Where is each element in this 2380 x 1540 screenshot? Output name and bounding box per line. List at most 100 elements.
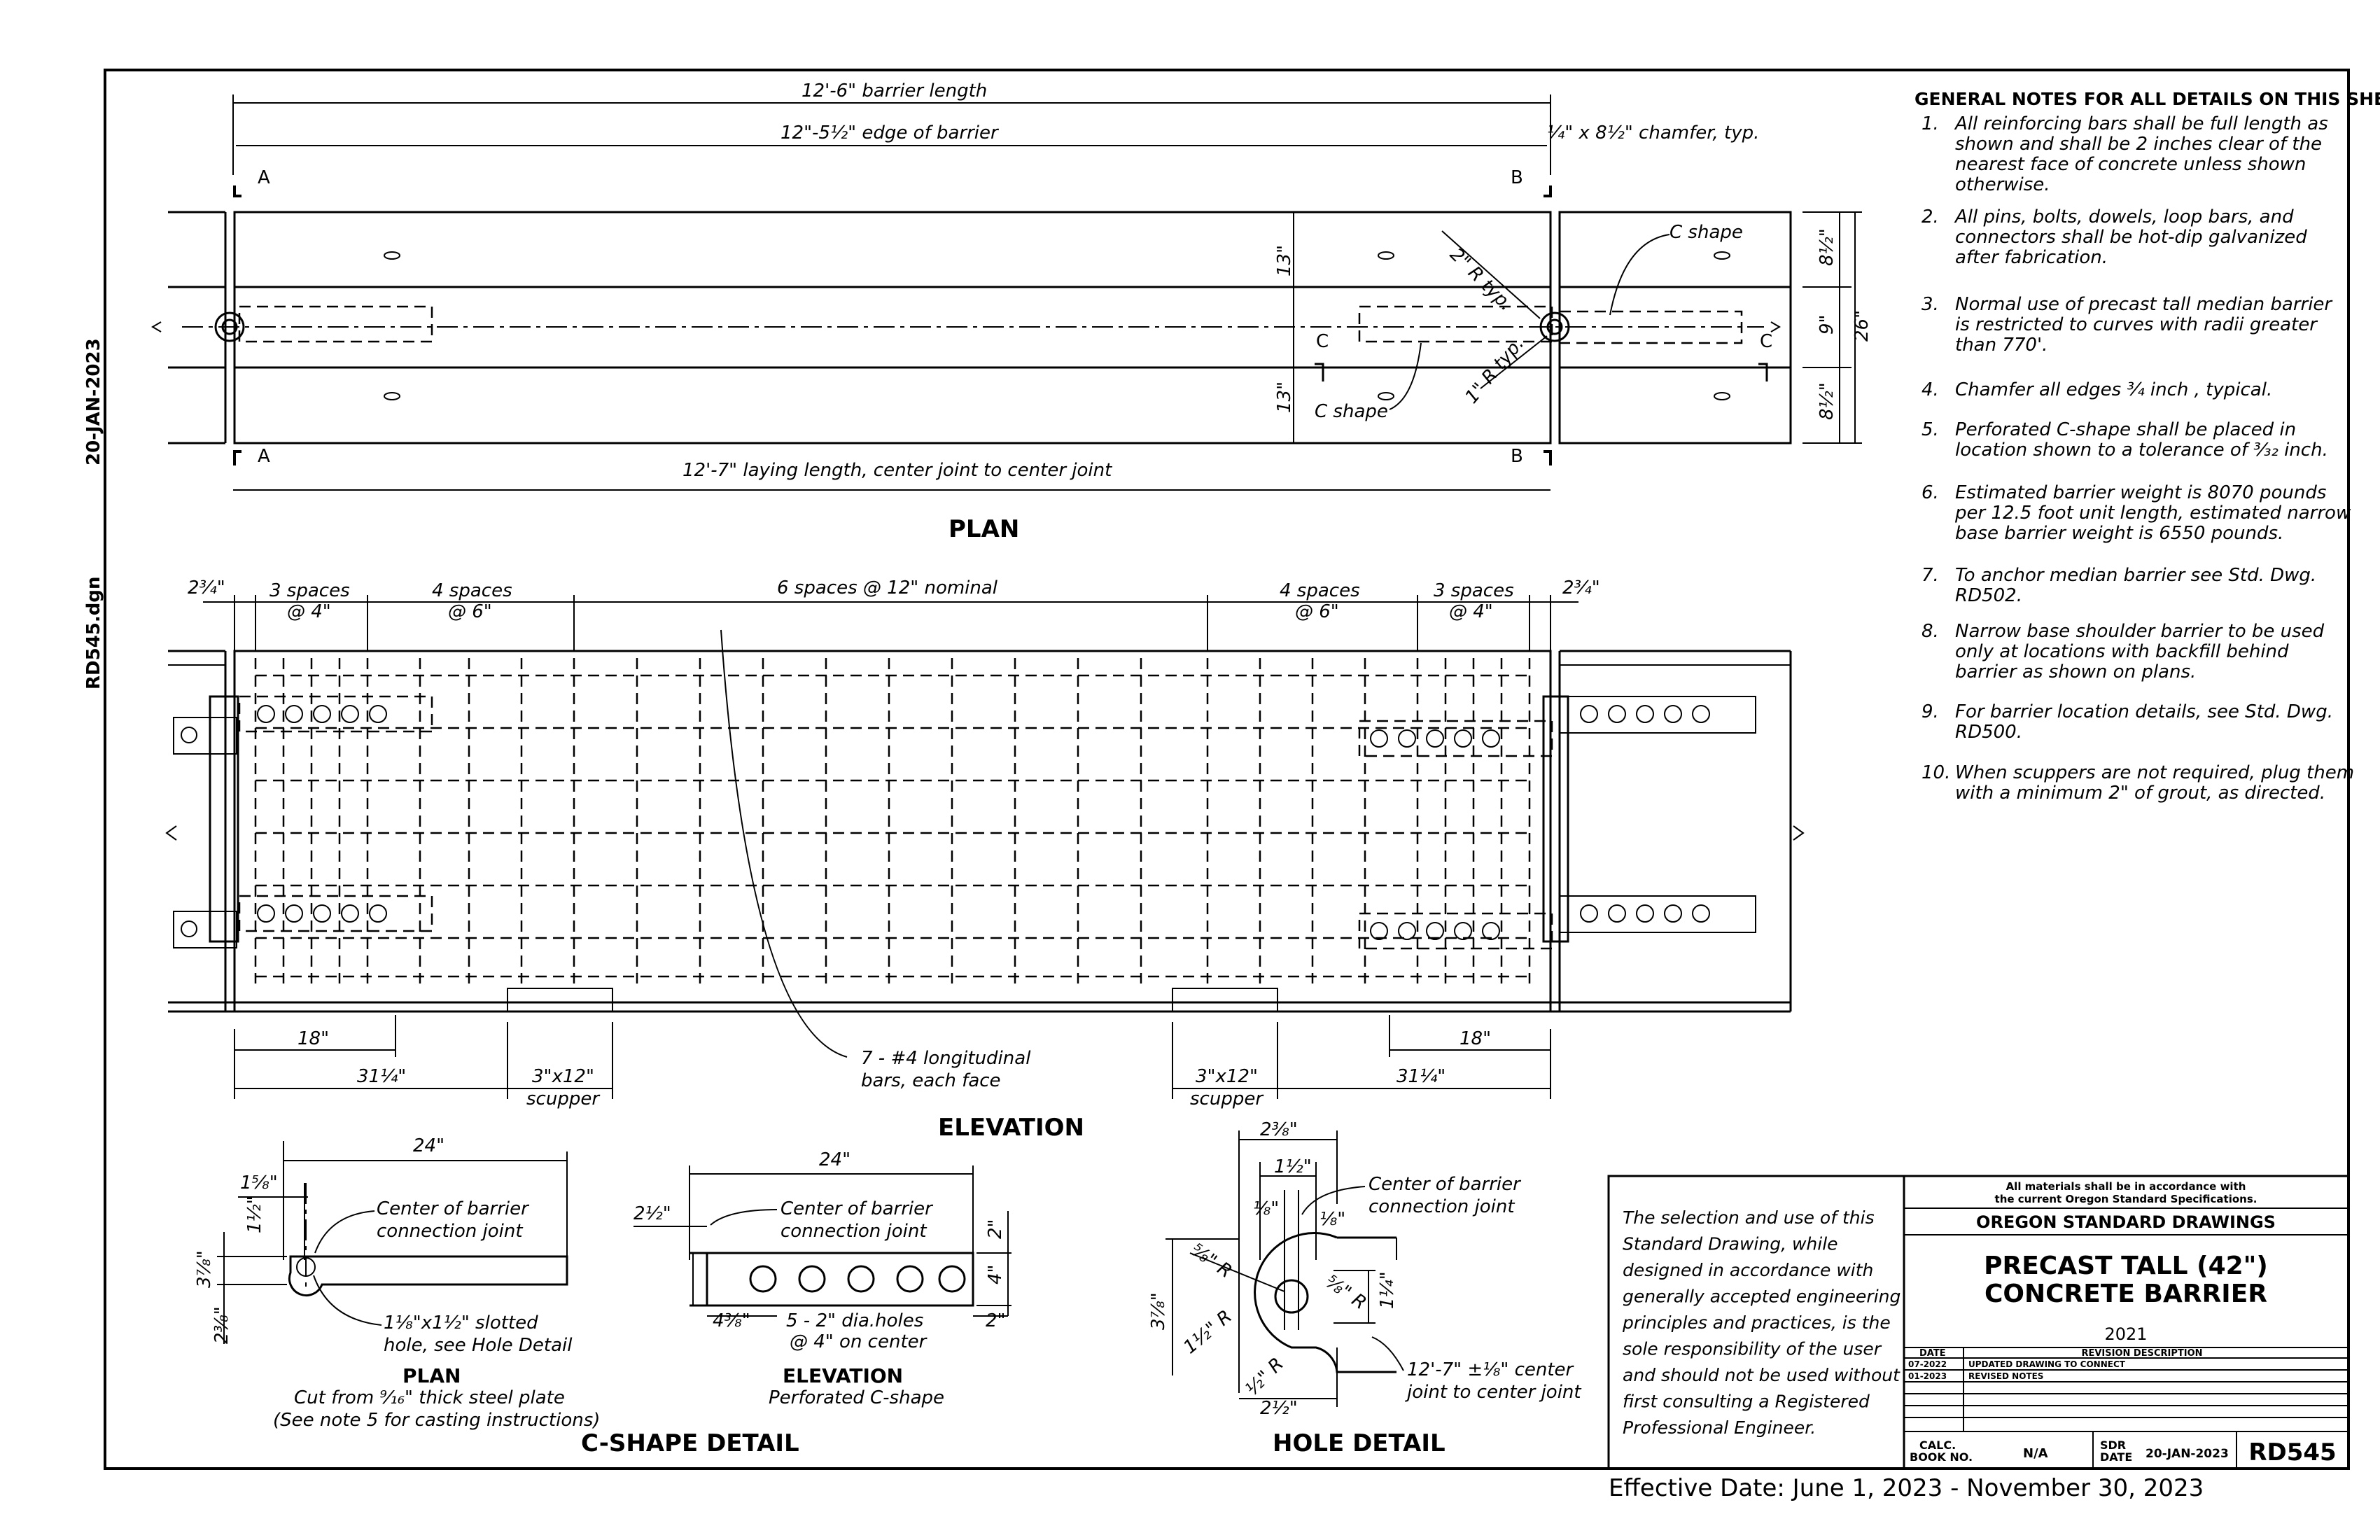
hole-center-note: Center of barrier [1368, 1174, 1522, 1195]
tb-title-1: PRECAST TALL (42") [1984, 1252, 2268, 1280]
tb-rev2-date: 01-2023 [1908, 1371, 1947, 1381]
c-shape-detail-hole [749, 1265, 777, 1293]
sheet-border [104, 69, 2350, 1470]
c-shape-hole [1426, 729, 1444, 748]
tb-col-desc: REVISION DESCRIPTION [2081, 1348, 2202, 1359]
c-shape-hole [1398, 922, 1416, 940]
dim-8half-top: 8½" [1816, 228, 1837, 266]
hole-center-joint: 12'-7" ±⅛" center [1407, 1359, 1575, 1380]
note-line: Estimated barrier weight is 8070 pounds [1955, 482, 2326, 503]
note-line: with a minimum 2" of grout, as directed. [1955, 783, 2325, 804]
note-line: barrier as shown on plans. [1955, 662, 2196, 682]
c-shape-hole [369, 904, 387, 923]
c-shape-hole [285, 904, 303, 923]
hole-dim-1-8-right: ⅛" [1320, 1209, 1345, 1230]
hole-detail-title: HOLE DETAIL [1273, 1429, 1446, 1457]
tb-sdr-date: DATE [2100, 1450, 2132, 1464]
c-shape-hole [1692, 904, 1710, 923]
c-shape-hole [1608, 705, 1626, 723]
c-shape-detail-hole [938, 1265, 966, 1293]
hole-r-half: ½" R [1242, 1354, 1288, 1400]
c-shape-hole [341, 904, 359, 923]
side-filename: RD545.dgn [83, 577, 104, 690]
dim-scupper-right: 3"x12" [1196, 1066, 1258, 1087]
dim-31-right: 31¼" [1396, 1066, 1446, 1087]
tb-rev1-desc: UPDATED DRAWING TO CONNECT [1968, 1359, 2126, 1369]
dim-laying-length: 12'-7" laying length, center joint to ce… [682, 460, 1112, 481]
elevation-title: ELEVATION [938, 1114, 1084, 1142]
hole-center-note-b: connection joint [1368, 1196, 1515, 1217]
dim-3-spaces-right-b: @ 4" [1449, 601, 1493, 622]
general-notes: GENERAL NOTES FOR ALL DETAILS ON THIS SH… [1914, 89, 2380, 804]
cs-plan-dim-24: 24" [413, 1135, 444, 1156]
dim-4-spaces-right-b: @ 6" [1295, 601, 1339, 622]
cs-elev-dim-2-top: 2" [985, 1219, 1006, 1239]
hole-center-joint-b: joint to center joint [1405, 1382, 1581, 1403]
dim-8half-bottom: 8½" [1816, 382, 1837, 420]
c-shape-hole [257, 904, 275, 923]
hole-dim-1-quarter: 1¼" [1377, 1271, 1398, 1309]
c-shape-hole [1426, 922, 1444, 940]
c-shape-hole [1482, 729, 1500, 748]
tb-title-2: CONCRETE BARRIER [1984, 1280, 2267, 1308]
dim-edge-of-barrier: 12"-5½" edge of barrier [780, 122, 1000, 144]
dim-right-edge: 2¾" [1562, 578, 1600, 598]
note-number: 7. [1921, 565, 1939, 586]
note-line: nearest face of concrete unless shown [1955, 154, 2306, 175]
cs-elev-sub: Perforated C-shape [769, 1387, 944, 1408]
cs-elev-dim-2-half: 2½" [634, 1203, 671, 1224]
cs-elev-dim-2-bot: 2" [986, 1310, 1006, 1331]
c-shape-hole [285, 705, 303, 723]
plan-title: PLAN [948, 515, 1019, 543]
cs-plan-slot-note-b: hole, see Hole Detail [384, 1335, 573, 1356]
cs-plan-label: PLAN [402, 1364, 461, 1387]
hole-dim-2-half: 2½" [1260, 1398, 1298, 1419]
c-shape-hole [369, 705, 387, 723]
dim-scupper-right-b: scupper [1190, 1088, 1264, 1110]
cs-plan-center-note: Center of barrier [377, 1198, 530, 1219]
cs-plan-see: (See note 5 for casting instructions) [273, 1410, 600, 1431]
note-line: Narrow base shoulder barrier to be used [1955, 621, 2325, 642]
note-number: 1. [1921, 113, 1939, 134]
section-b-top: B [1511, 167, 1523, 188]
note-line: Perforated C-shape shall be placed in [1955, 419, 2296, 440]
disclaimer-line: The selection and use of this [1623, 1208, 1875, 1228]
note-number: 10. [1921, 762, 1950, 783]
cs-elev-dim-4-3-8: 4⅜" [713, 1310, 750, 1331]
note-line: only at locations with backfill behind [1955, 641, 2289, 662]
hole-detail: 2⅜" 1½" ⅛" ⅛" Center of barrier connecti… [1148, 1119, 1581, 1457]
c-shape-detail-hole [896, 1265, 924, 1293]
tb-rev1-date: 07-2022 [1908, 1359, 1947, 1369]
note-line: For barrier location details, see Std. D… [1955, 701, 2333, 722]
c-shape-hole [313, 904, 331, 923]
hole-r-5-8-right: ⅝" R [1322, 1271, 1370, 1314]
label-radius-1: 1" R typ. [1461, 333, 1528, 407]
cs-elev-label: ELEVATION [783, 1364, 903, 1387]
c-shape-hole [257, 705, 275, 723]
label-radius-2: 2" R typ. [1446, 244, 1516, 315]
dim-13-bottom: 13" [1274, 382, 1295, 413]
tb-calc: CALC. [1919, 1438, 1956, 1452]
cs-plan-center-note-b: connection joint [377, 1221, 523, 1242]
tb-drawing-no: RD545 [2248, 1438, 2336, 1466]
c-shape-hole [1692, 705, 1710, 723]
tb-materials: All materials shall be in accordance wit… [2006, 1180, 2246, 1193]
tb-materials-b: the current Oregon Standard Specificatio… [1995, 1193, 2258, 1205]
c-shape-hole [341, 705, 359, 723]
cs-elev-holes: 5 - 2" dia.holes [786, 1310, 923, 1331]
dim-4-spaces-left: 4 spaces [432, 580, 512, 601]
note-line: after fabrication. [1955, 247, 2108, 268]
cs-detail-title: C-SHAPE DETAIL [581, 1429, 799, 1457]
label-longitudinal-bars-b: bars, each face [861, 1070, 1001, 1091]
disclaimer-line: generally accepted engineering [1623, 1287, 1900, 1307]
note-line: is restricted to curves with radii great… [1955, 314, 2318, 335]
hole-r-1-half: 1½" R [1180, 1306, 1236, 1358]
plan-view: 12'-6" barrier length 12"-5½" edge of ba… [151, 80, 1872, 543]
note-line: otherwise. [1955, 174, 2050, 195]
dim-31-left: 31¼" [357, 1066, 406, 1087]
c-shape-detail-hole [847, 1265, 875, 1293]
note-line: RD500. [1955, 722, 2022, 743]
disclaimer-line: Standard Drawing, while [1623, 1234, 1838, 1254]
